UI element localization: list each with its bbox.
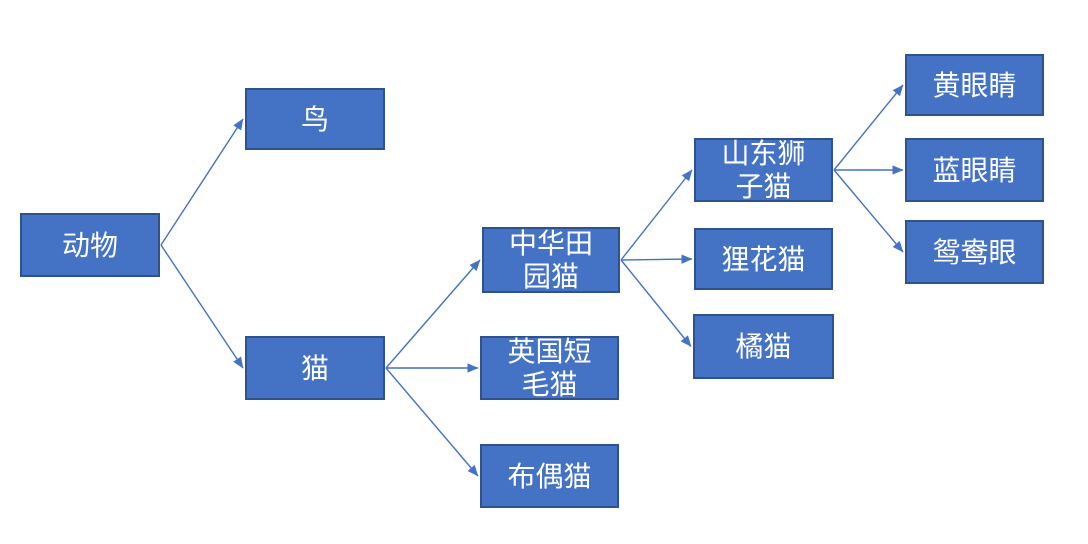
node-ragdoll-cat[interactable]: 布偶猫 (480, 444, 619, 508)
node-label: 鸳鸯眼 (932, 236, 1017, 268)
node-label: 黄眼睛 (932, 69, 1017, 101)
node-chinese-pastoral-cat[interactable]: 中华田 园猫 (482, 227, 620, 293)
node-yellow-eyes[interactable]: 黄眼睛 (905, 54, 1044, 116)
node-bird[interactable]: 鸟 (245, 88, 385, 150)
node-blue-eyes[interactable]: 蓝眼睛 (905, 138, 1044, 202)
node-label: 英国短 毛猫 (507, 336, 592, 400)
node-cat[interactable]: 猫 (245, 336, 385, 400)
node-shandong-lion-cat[interactable]: 山东狮 子猫 (694, 138, 833, 202)
node-lihua-cat[interactable]: 狸花猫 (694, 228, 833, 290)
node-odd-eyes[interactable]: 鸳鸯眼 (905, 220, 1044, 284)
node-british-shorthair-cat[interactable]: 英国短 毛猫 (480, 336, 619, 400)
node-label: 狸花猫 (721, 243, 806, 275)
node-label: 动物 (61, 229, 118, 261)
node-label: 布偶猫 (507, 460, 592, 492)
node-label: 蓝眼睛 (932, 154, 1017, 186)
node-label: 中华田 园猫 (508, 228, 593, 292)
node-label: 鸟 (300, 103, 329, 135)
node-label: 猫 (300, 352, 329, 384)
node-animal[interactable]: 动物 (20, 213, 160, 277)
node-orange-cat[interactable]: 橘猫 (693, 314, 834, 379)
node-label: 橘猫 (735, 331, 792, 362)
node-label: 山东狮 子猫 (721, 138, 806, 202)
